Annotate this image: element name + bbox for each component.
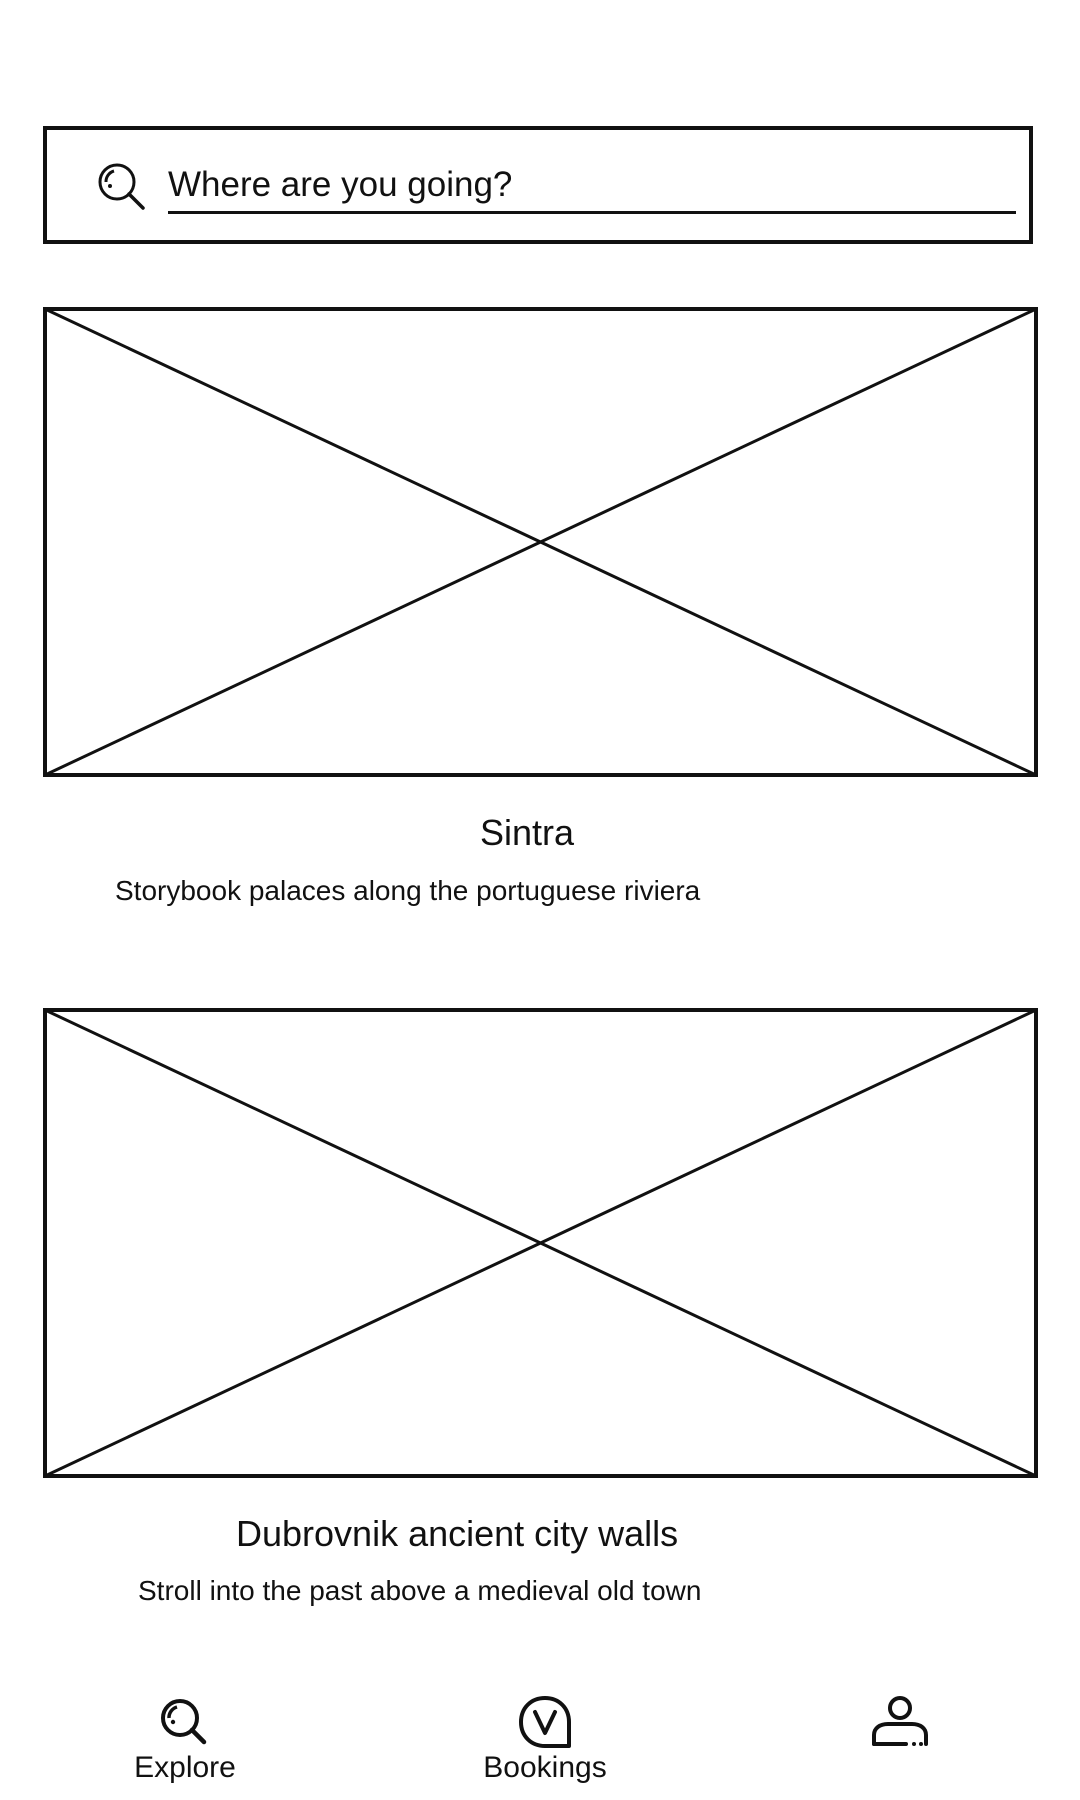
- destination-title[interactable]: Dubrovnik ancient city walls: [236, 1513, 679, 1554]
- search-icon: [161, 1699, 207, 1745]
- destination-image-placeholder[interactable]: [43, 307, 1038, 777]
- profile-icon: [872, 1696, 928, 1746]
- search-icon: [98, 163, 145, 210]
- nav-profile[interactable]: [770, 1695, 1030, 1800]
- search-input[interactable]: [168, 158, 1016, 214]
- nav-label: Explore: [134, 1751, 236, 1784]
- destination-subtitle: Storybook palaces along the portuguese r…: [115, 875, 701, 906]
- destination-subtitle: Stroll into the past above a medieval ol…: [138, 1575, 702, 1606]
- nav-bookings[interactable]: Bookings: [415, 1695, 675, 1800]
- nav-explore[interactable]: Explore: [55, 1695, 315, 1800]
- bookings-icon: [519, 1696, 571, 1748]
- destination-image-placeholder[interactable]: [43, 1008, 1038, 1478]
- destination-title[interactable]: Sintra: [480, 812, 575, 853]
- nav-label: Bookings: [483, 1751, 607, 1784]
- search-bar: [43, 126, 1033, 244]
